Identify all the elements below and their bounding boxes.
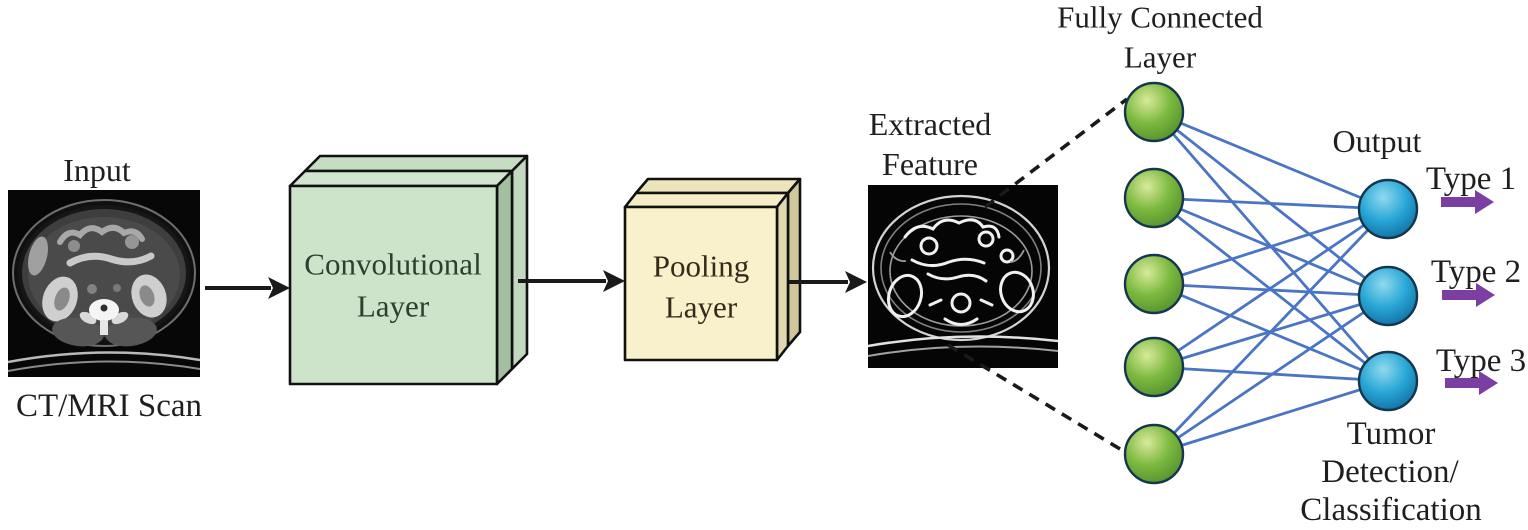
arrow-conv-to-pool — [518, 270, 625, 292]
ct-scan-art — [8, 199, 200, 372]
ct-mri-caption: CT/MRI Scan — [16, 388, 202, 424]
fc-neuron-2 — [1123, 167, 1185, 229]
arrow-input-to-conv — [205, 277, 290, 299]
type-2-arrow-icon — [1442, 283, 1495, 307]
type-1-label: Type 1 — [1426, 161, 1516, 197]
connection-lines — [1152, 110, 1390, 456]
conv-layer-label-line2: Layer — [357, 289, 430, 324]
conv-layer-box: Convolutional Layer — [288, 154, 529, 386]
arrow-pool-to-feature — [789, 271, 867, 293]
output-layer: Output — [1333, 123, 1422, 412]
fc-layer-label-line1: Fully Connected — [1057, 0, 1263, 35]
fc-neuron-5 — [1123, 423, 1185, 485]
fully-connected-layer: Fully Connected Layer — [1057, 0, 1263, 485]
result-line1: Tumor — [1347, 416, 1436, 452]
output-label: Output — [1333, 123, 1422, 159]
output-neuron-1 — [1357, 178, 1419, 240]
pool-layer-box: Pooling Layer — [623, 177, 802, 362]
type-1-arrow-icon — [1441, 190, 1494, 214]
dashed-line-bottom — [947, 343, 1126, 454]
output-neuron-2 — [1357, 265, 1419, 327]
type-3-arrow-icon — [1445, 371, 1498, 395]
input-label: Input — [63, 152, 131, 188]
output-neuron-3 — [1357, 350, 1419, 412]
extracted-feature-label-line2: Feature — [882, 146, 978, 182]
pool-layer-label-line2: Layer — [665, 290, 738, 325]
fc-neuron-1 — [1123, 81, 1185, 143]
extracted-feature-label-line1: Extracted — [869, 106, 992, 142]
fc-neuron-4 — [1123, 336, 1185, 398]
input-scan-image: Input CT/MRI Scan — [8, 152, 202, 424]
dashed-line-top — [983, 97, 1129, 209]
fc-layer-label-line2: Layer — [1124, 40, 1197, 75]
result-caption: Tumor Detection/ Classification — [1300, 416, 1481, 528]
pool-layer-label-line1: Pooling — [653, 249, 749, 284]
result-line3: Classification — [1300, 492, 1481, 528]
fc-neuron-3 — [1123, 253, 1185, 315]
type-annotations: Type 1 Type 2 Type 3 — [1426, 161, 1526, 395]
conv-layer-label-line1: Convolutional — [304, 247, 481, 282]
result-line2: Detection/ — [1321, 454, 1459, 490]
edge-map-art — [868, 194, 1058, 357]
extracted-feature-image: Extracted Feature — [868, 106, 1058, 368]
